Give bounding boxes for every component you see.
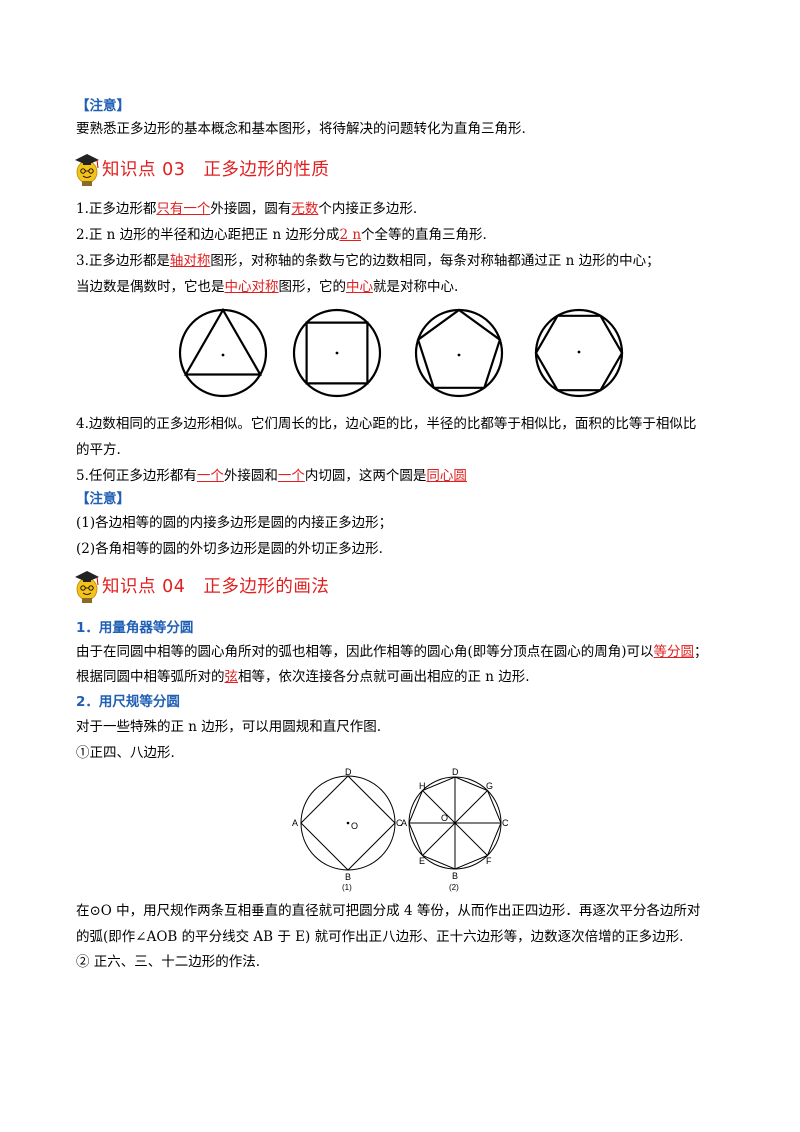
method-2-heading: 2．用尺规等分圆 <box>76 694 180 710</box>
note-header-1: 【注意】 <box>76 98 130 114</box>
method-1-text-b: 根据同圆中相等弧所对的弦相等，依次连接各分点就可画出相应的正 n 边形. <box>76 669 530 685</box>
label-right-H: H <box>419 781 426 791</box>
method-1-text-a: 由于在同圆中相等的圆心角所对的弧也相等，因此作相等的圆心角(即等分顶点在圆心的周… <box>76 644 708 660</box>
label-right-B: B <box>452 871 458 881</box>
note2-line-2: (2)各角相等的圆的外切多边形是圆的外切正多边形. <box>76 541 383 557</box>
property-item-4: 4.边数相同的正多边形相似。它们周长的比，边心距的比，半径的比都等于相似比，面积… <box>76 416 697 432</box>
label-left-B: B <box>345 872 351 882</box>
label-left-D: D <box>345 767 352 777</box>
label-left-O: O <box>351 821 358 831</box>
method-1-heading: 1．用量角器等分圆 <box>76 620 194 636</box>
note-text-1: 要熟悉正多边形的基本概念和基本图形，将待解决的问题转化为直角三角形. <box>76 121 526 137</box>
label-right-G: G <box>486 781 493 791</box>
method-2-case-1: ①正四、八边形. <box>76 745 175 761</box>
note-header-2: 【注意】 <box>76 491 130 507</box>
property-item-3: 3.正多边形都是轴对称图形，对称轴的条数与它的边数相同，每条对称轴都通过正 n … <box>76 253 660 269</box>
label-right-F: F <box>486 856 492 866</box>
inscribed-square <box>305 321 369 385</box>
method-2-text: 对于一些特殊的正 n 边形，可以用圆规和直尺作图. <box>76 719 382 735</box>
label-right-D: D <box>452 767 459 777</box>
property-item-5: 5.任何正多边形都有一个外接圆和一个内切圆，这两个圆是同心圆 <box>76 468 467 484</box>
property-item-4-cont: 的平方. <box>76 442 121 458</box>
method-2-case-2: ② 正六、三、十二边形的作法. <box>76 954 261 970</box>
label-left-C: C <box>396 818 403 828</box>
label-left-A: A <box>292 818 298 828</box>
caption-right: (2) <box>449 883 459 892</box>
property-item-1: 1.正多边形都只有一个外接圆，圆有无数个内接正多边形. <box>76 201 418 217</box>
property-item-2: 2.正 n 边形的半径和边心距把正 n 边形分成2 n个全等的直角三角形. <box>76 227 487 243</box>
inscribed-hexagon <box>534 314 624 392</box>
property-item-3-cont: 当边数是偶数时，它也是中心对称图形，它的中心就是对称中心. <box>76 279 459 295</box>
inscribed-pentagon <box>416 308 502 389</box>
label-right-A: A <box>401 818 407 828</box>
note2-line-1: (1)各边相等的圆的内接多边形是圆的内接正多边形； <box>76 515 393 531</box>
construction-square <box>300 775 396 871</box>
scholar-bulb-icon <box>75 154 99 186</box>
label-right-E: E <box>419 856 425 866</box>
label-right-O: O <box>441 813 448 823</box>
circle-3 <box>414 308 504 398</box>
construction-text-1: 在⊙O 中，用尺规作两条互相垂直的直径就可把圆分成 4 等份，从而作出正四边形．… <box>76 903 701 919</box>
inscribed-polygons-figure <box>170 305 640 409</box>
circle-1 <box>178 308 268 398</box>
construction-text-2: 的弧(即作∠AOB 的平分线交 AB 于 E) 就可作出正八边形、正十六边形等，… <box>76 929 684 945</box>
inscribed-triangle <box>183 307 263 376</box>
caption-left: (1) <box>342 883 352 892</box>
scholar-bulb-icon <box>75 571 99 603</box>
compass-construction-figure: D A C B O (1) D H G A C O E F B (2) <box>288 766 518 900</box>
circle-2 <box>292 308 382 398</box>
label-right-C: C <box>502 818 509 828</box>
